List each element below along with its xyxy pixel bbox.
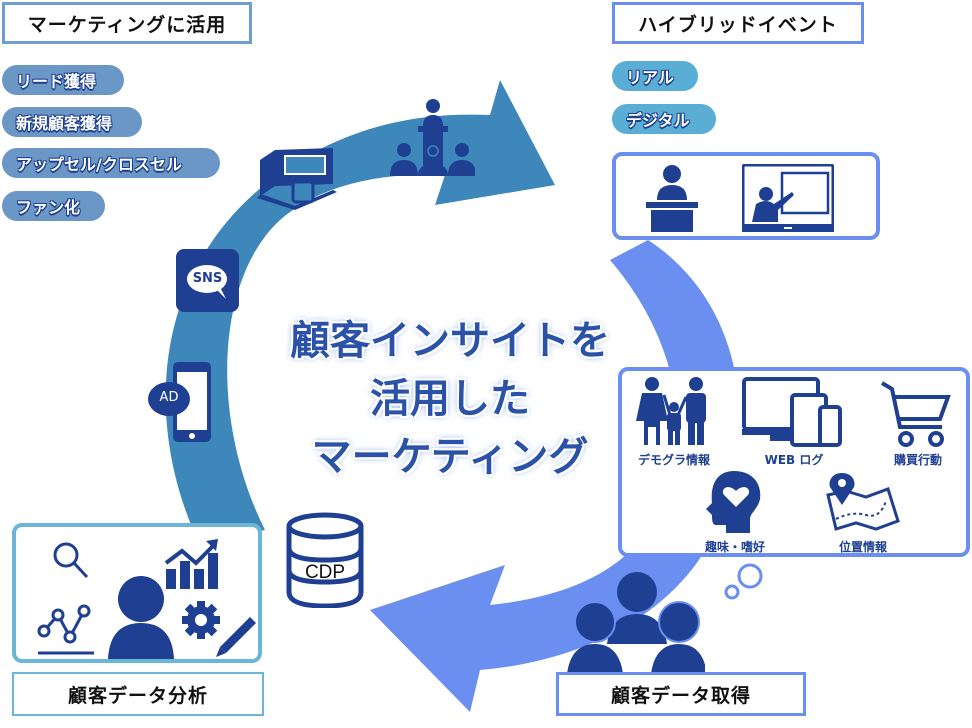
category-purchase-behavior: 購買行動 bbox=[893, 453, 943, 467]
marketing-item-lead: リード獲得 bbox=[2, 65, 124, 95]
analysis-panel bbox=[12, 523, 262, 663]
head-heart-icon bbox=[706, 471, 761, 533]
exhibition-booth-icon bbox=[257, 148, 337, 210]
center-headline-line-1: 顧客インサイトを bbox=[290, 318, 610, 364]
category-location: 位置情報 bbox=[838, 540, 888, 554]
marketing-item-new-customer: 新規顧客獲得 bbox=[2, 107, 142, 137]
family-icon bbox=[636, 377, 706, 445]
seminar-speaker-icon bbox=[390, 99, 475, 176]
hybrid-item-digital: デジタル bbox=[612, 104, 716, 134]
gear-icon bbox=[182, 601, 220, 639]
category-interests: 趣味・嗜好 bbox=[704, 540, 766, 554]
hybrid-event-panel bbox=[612, 152, 880, 240]
ad-label: AD bbox=[159, 390, 179, 405]
hybrid-event-title: ハイブリッドイベント bbox=[612, 2, 864, 44]
center-headline-line-2: 活用した bbox=[370, 376, 530, 422]
map-pin-icon bbox=[826, 473, 900, 531]
devices-icon bbox=[742, 377, 842, 447]
category-web-log: WEB ログ bbox=[764, 453, 824, 467]
growth-chart-icon bbox=[164, 539, 218, 589]
center-headline: 顧客インサイトを 活用した マーケティング bbox=[280, 312, 620, 486]
pencil-icon bbox=[216, 617, 256, 657]
marketing-item-fan: ファン化 bbox=[2, 191, 105, 221]
center-headline-line-3: マーケティング bbox=[311, 434, 589, 480]
data-collection-title: 顧客データ取得 bbox=[556, 672, 806, 716]
cdp-database-icon: CDP bbox=[285, 512, 365, 609]
marketing-item-upsell: アップセル/クロスセル bbox=[2, 148, 220, 178]
sns-label: SNS bbox=[192, 271, 223, 286]
data-categories-panel: デモグラ情報 WEB ログ 購買行動 趣味・嗜好 位置情報 bbox=[618, 367, 970, 557]
line-graph-icon bbox=[37, 604, 94, 655]
speech-bubble-icon bbox=[187, 265, 227, 299]
category-demographics: デモグラ情報 bbox=[637, 453, 711, 467]
customer-group-icon bbox=[567, 572, 705, 674]
cdp-label: CDP bbox=[304, 562, 346, 583]
analyst-person-icon bbox=[108, 576, 174, 659]
marketing-title: マーケティングに活用 bbox=[2, 2, 252, 44]
database-icon bbox=[286, 512, 364, 609]
analysis-title: 顧客データ分析 bbox=[12, 672, 264, 716]
thought-bubble-icon bbox=[724, 563, 763, 600]
magnifier-icon bbox=[53, 542, 89, 579]
sns-icon: SNS bbox=[176, 249, 239, 312]
shopping-cart-icon bbox=[880, 381, 951, 447]
smartphone-ad-icon: AD bbox=[148, 362, 218, 442]
podium-speaker-icon bbox=[646, 165, 698, 232]
hybrid-item-real: リアル bbox=[612, 61, 698, 91]
online-lecture-icon bbox=[742, 164, 834, 232]
